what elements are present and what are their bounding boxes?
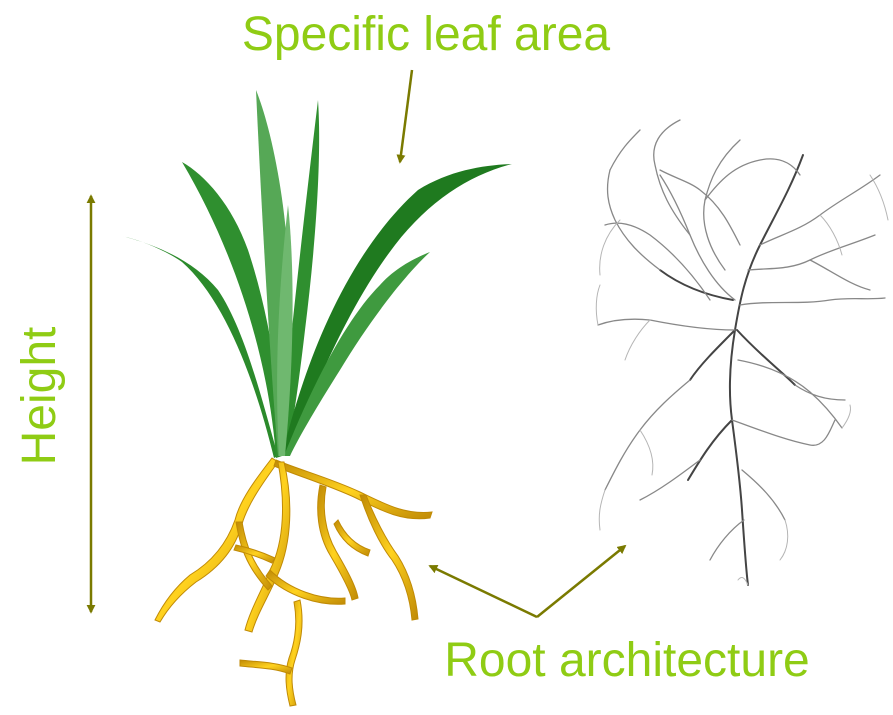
root-arrow-left <box>430 566 537 617</box>
specific-leaf-area-label: Specific leaf area <box>242 8 611 61</box>
plant-leaves <box>122 90 512 458</box>
plant-roots <box>155 458 432 706</box>
leaf-area-arrow <box>400 70 412 162</box>
height-label: Height <box>13 327 66 466</box>
root-arrow-right <box>537 546 625 617</box>
root-scan-image <box>596 120 888 585</box>
root-architecture-label: Root architecture <box>444 634 810 687</box>
